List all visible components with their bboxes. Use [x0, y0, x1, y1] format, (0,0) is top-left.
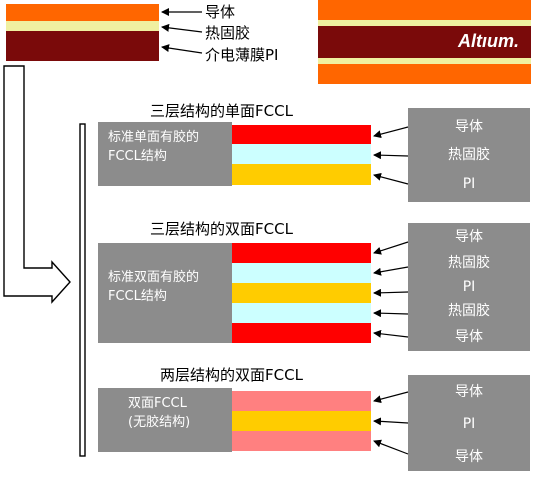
section-bracket — [79, 123, 86, 457]
section-1-layer-conductor — [232, 125, 371, 144]
legend-arrows — [161, 8, 203, 54]
section-2-layer-adhesive-bottom — [232, 303, 371, 323]
logo-layer-adhesive-1 — [318, 20, 531, 26]
section-3-heading: 两层结构的双面FCCL — [160, 366, 303, 384]
section-1-description-box: 标准单面有胶的FCCL结构 — [98, 122, 232, 186]
section-1-label-conductor: 导体 — [455, 119, 483, 135]
section-3-layer-conductor-top — [232, 391, 371, 411]
section-3-layer-pi — [232, 411, 371, 431]
legend-label-pi: 介电薄膜PI — [205, 46, 279, 64]
section-2-layer-conductor-bottom — [232, 323, 371, 343]
logo-layer-bottom — [318, 64, 531, 84]
section-2-label-box: 导体 热固胶 PI 热固胶 导体 — [408, 223, 530, 351]
section-3-layer-conductor-bottom — [232, 431, 371, 451]
section-1-label-box: 导体 热固胶 PI — [408, 108, 530, 202]
legend-label-adhesive: 热固胶 — [205, 24, 251, 42]
logo-text: Altıum. — [458, 31, 519, 51]
section-2-layer-adhesive-top — [232, 263, 371, 283]
section-3-label-pi: PI — [462, 416, 476, 432]
section-3-description-box: 双面FCCL (无胶结构) — [98, 388, 232, 452]
legend-layer-adhesive — [6, 21, 159, 31]
section-2-layer-conductor-top — [232, 243, 371, 263]
section-2-label-5: 导体 — [455, 329, 483, 345]
section-2-arrows — [373, 241, 409, 338]
section-1-label-adhesive: 热固胶 — [448, 147, 490, 163]
section-2-label-4: 热固胶 — [448, 303, 490, 319]
section-1-layer-pi — [232, 164, 371, 185]
section-2-description-box: 标准双面有胶的FCCL结构 — [98, 243, 232, 343]
legend-layer-conductor — [6, 4, 159, 21]
section-2-heading: 三层结构的双面FCCL — [150, 220, 293, 238]
legend-layer-pi — [6, 31, 159, 61]
section-1-layer-adhesive — [232, 144, 371, 164]
section-2-label-3: PI — [462, 279, 476, 295]
section-2-layer-pi — [232, 283, 371, 303]
section-3-label-conductor-top: 导体 — [455, 384, 483, 400]
section-2-label-1: 导体 — [455, 229, 483, 245]
section-3-description: 双面FCCL (无胶结构) — [128, 396, 191, 430]
section-1-label-pi: PI — [462, 176, 476, 192]
section-1-heading: 三层结构的单面FCCL — [150, 102, 293, 120]
section-1-description: 标准单面有胶的FCCL结构 — [108, 130, 200, 164]
section-3-arrows — [373, 391, 409, 455]
section-2-description: 标准双面有胶的FCCL结构 — [108, 270, 200, 304]
legend-label-conductor: 导体 — [205, 3, 236, 21]
logo-layer-adhesive-2 — [318, 58, 531, 64]
section-1-arrows — [373, 126, 409, 185]
flow-arrow — [3, 65, 71, 304]
section-3-label-box: 导体 PI 导体 — [408, 375, 530, 471]
section-3-label-conductor-bottom: 导体 — [455, 449, 483, 465]
section-2-label-2: 热固胶 — [448, 255, 490, 271]
logo-layer-top — [318, 0, 531, 20]
altium-logo: Altıum. — [318, 26, 531, 58]
